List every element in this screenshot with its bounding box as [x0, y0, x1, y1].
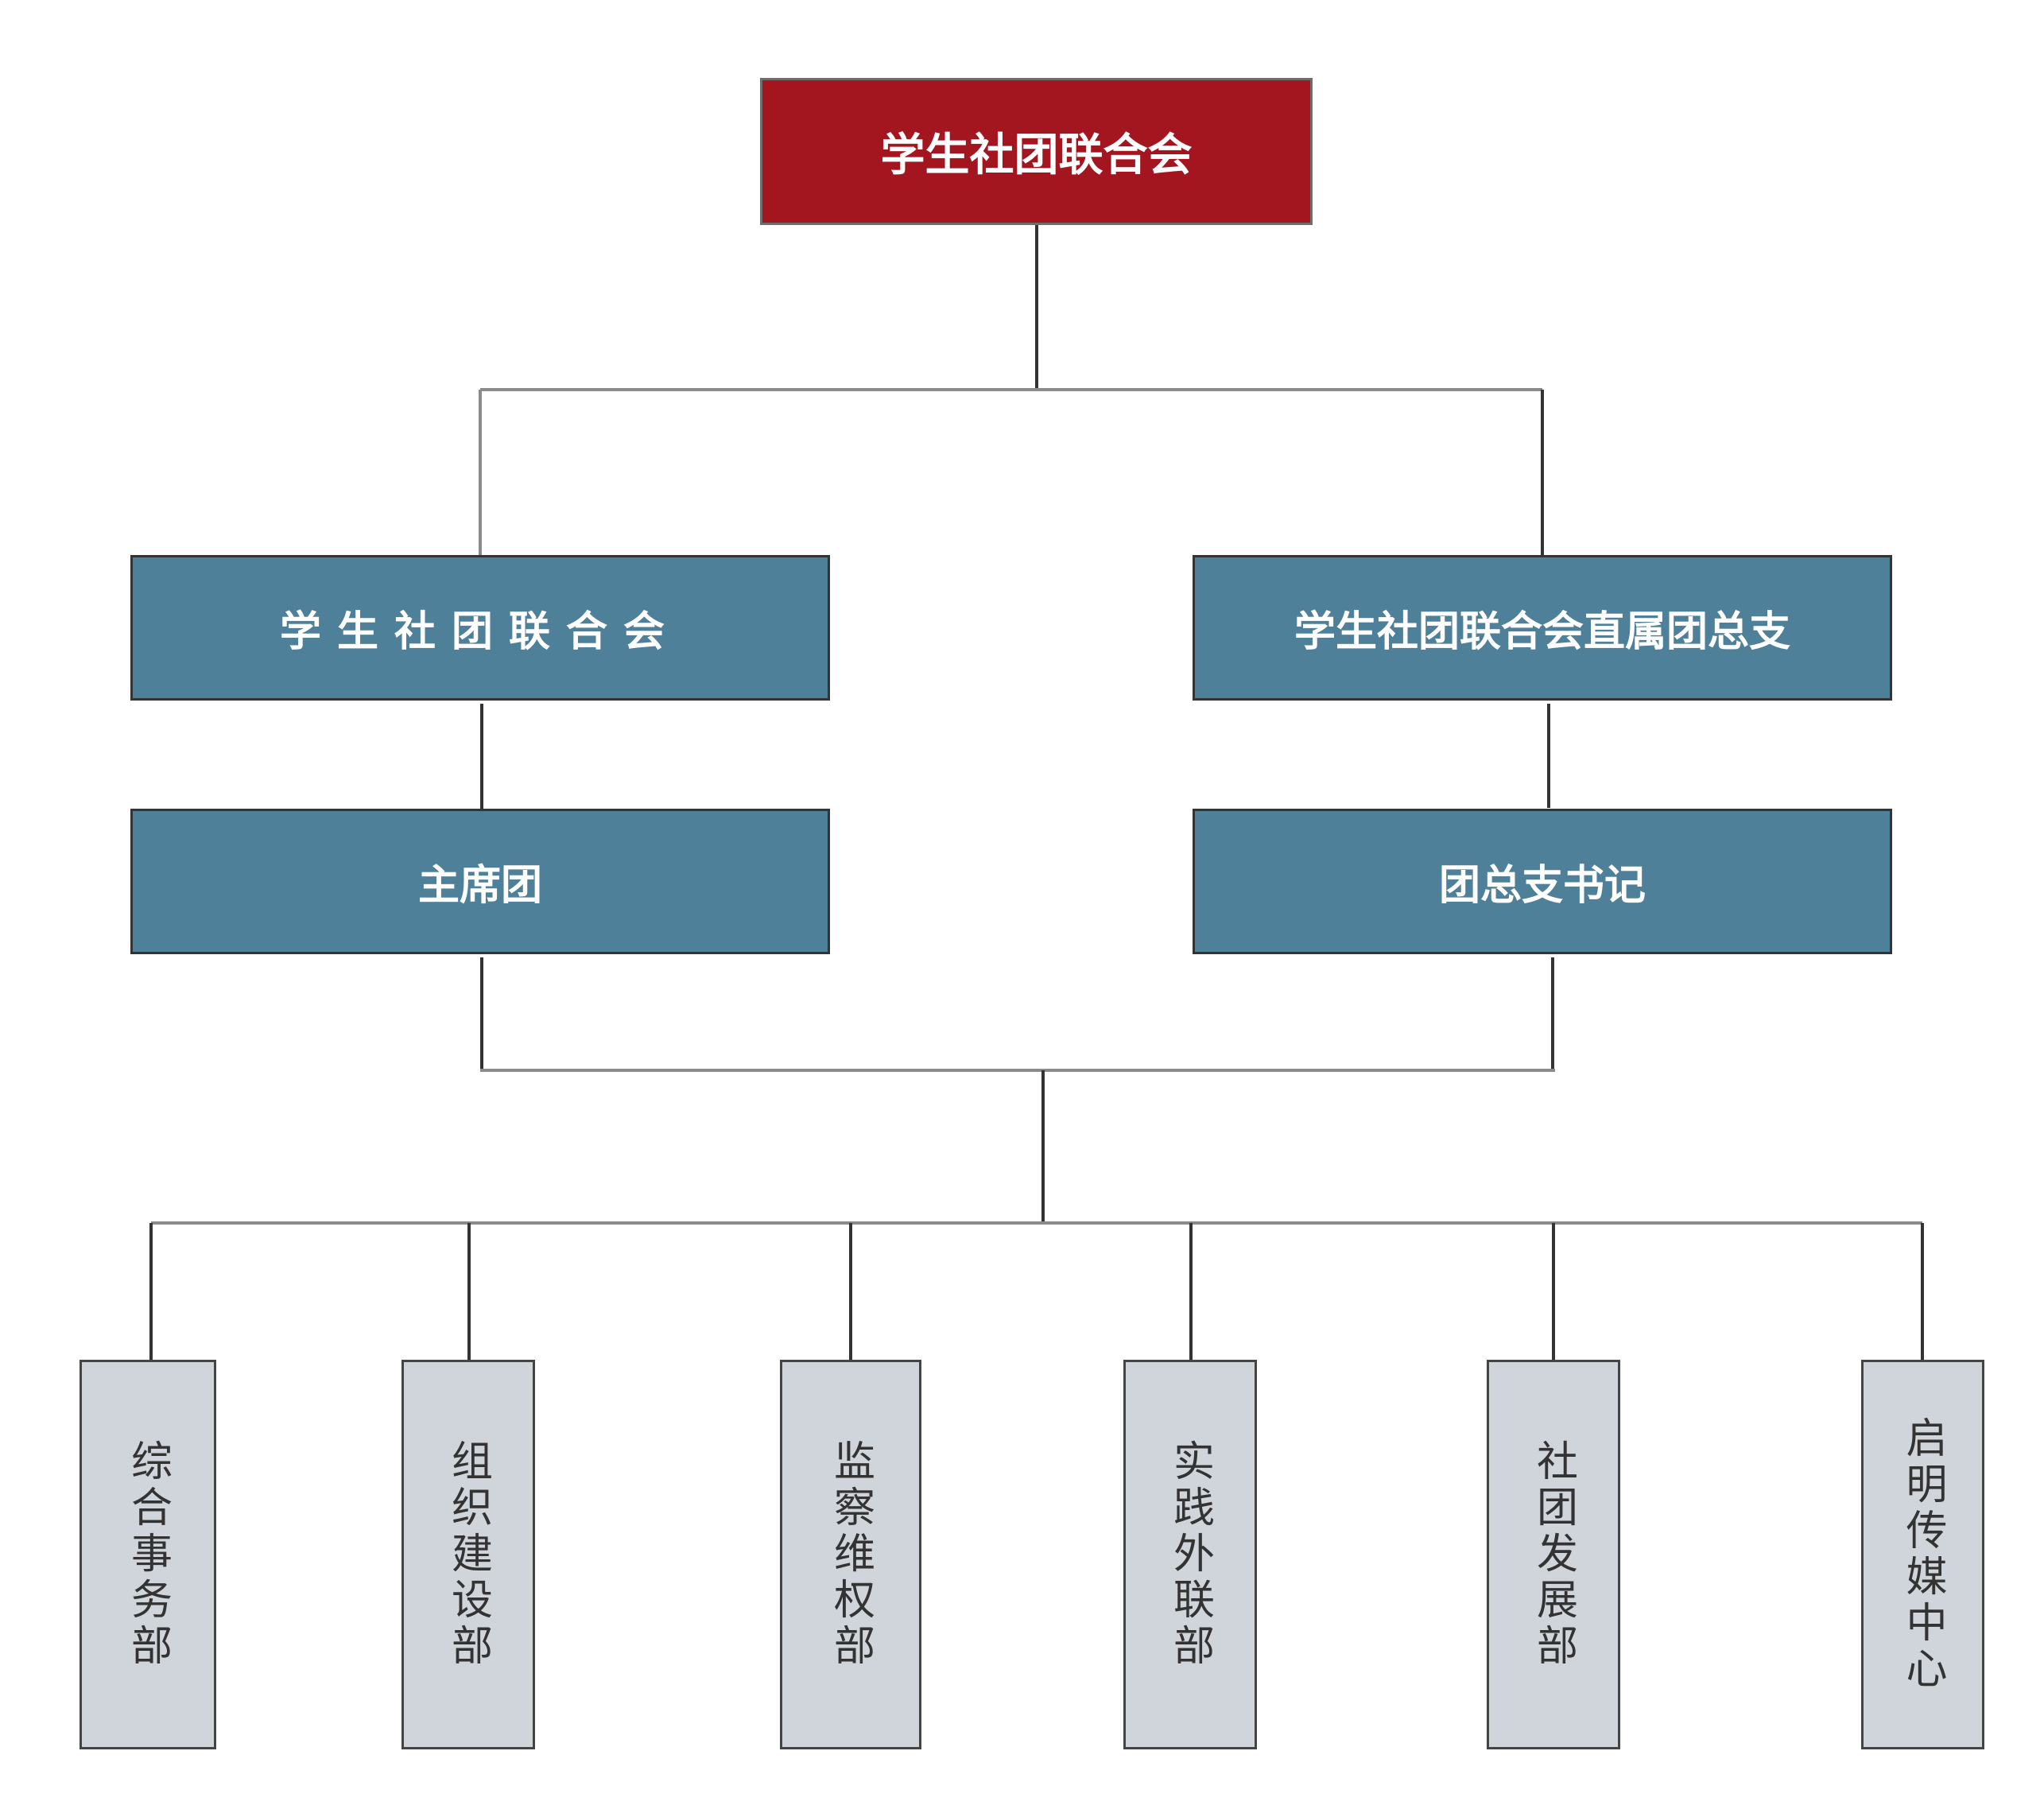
- presidium-label: 主席团: [417, 862, 542, 910]
- secretary-node: 团总支书记: [1193, 809, 1892, 954]
- department-label-6: 启明传媒中心: [1899, 1416, 1946, 1693]
- right-branch-node: 学生社团联合会直属团总支: [1193, 555, 1892, 701]
- root-node-label: 学生社团联合会: [880, 130, 1193, 181]
- root-node: 学生社团联合会: [760, 78, 1313, 225]
- department-node-4: 实践外联部: [1123, 1360, 1257, 1749]
- presidium-node: 主席团: [130, 809, 830, 954]
- department-node-6: 启明传媒中心: [1861, 1360, 1984, 1749]
- department-label-1: 综合事务部: [123, 1439, 172, 1670]
- department-label-5: 社团发展部: [1529, 1439, 1577, 1670]
- left-branch-node: 学生社团联合会: [130, 555, 830, 701]
- department-label-3: 监察维权部: [826, 1439, 875, 1670]
- department-node-3: 监察维权部: [780, 1360, 921, 1749]
- department-node-2: 组织建设部: [401, 1360, 535, 1749]
- left-branch-label: 学生社团联合会: [279, 608, 681, 656]
- right-branch-label: 学生社团联合会直属团总支: [1293, 608, 1790, 656]
- department-node-1: 综合事务部: [80, 1360, 216, 1749]
- department-label-4: 实践外联部: [1166, 1439, 1214, 1670]
- department-label-2: 组织建设部: [444, 1439, 492, 1670]
- secretary-label: 团总支书记: [1438, 862, 1646, 910]
- department-node-5: 社团发展部: [1487, 1360, 1620, 1749]
